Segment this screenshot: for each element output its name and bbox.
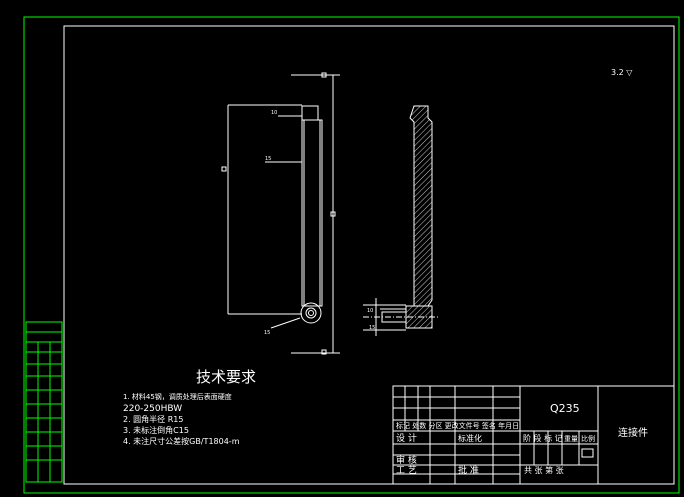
dim-label-5: 15 <box>369 325 375 331</box>
tech-req-line-3: 2. 圆角半径 R15 <box>123 414 183 424</box>
change-row-label: 标记 处数 分区 更改文件号 签名 年月日 <box>396 421 519 430</box>
tech-req-line-4: 3. 未标注倒角C15 <box>123 425 189 435</box>
margin-grid <box>25 321 63 483</box>
outer-frame <box>23 16 680 494</box>
title-block-grid <box>392 385 675 485</box>
dim-label-2: 15 <box>265 156 271 162</box>
dim-label-1: 10 <box>271 110 277 116</box>
tech-req-line-1: 1. 材料45钢，调质处理后表面硬度 <box>123 392 232 401</box>
process-label: 工 艺 <box>396 465 417 476</box>
dim-label-3: 15 <box>264 330 270 336</box>
review-label: 审 核 <box>396 454 417 466</box>
weight-label: 重量 <box>564 435 578 443</box>
tech-req-line-2: 220-250HBW <box>123 404 182 414</box>
inner-frame <box>63 25 675 485</box>
tech-req-line-5: 4. 未注尺寸公差按GB/T1804-m <box>123 436 240 446</box>
part-name-label: 连接件 <box>618 426 648 439</box>
front-view <box>227 74 340 354</box>
stage-mark-label: 阶 段 标 记 <box>523 433 563 443</box>
section-view <box>363 105 440 336</box>
scale-label: 比例 <box>581 434 595 443</box>
tech-requirements-title: 技术要求 <box>196 368 256 386</box>
standardization-label: 标准化 <box>458 433 482 443</box>
surface-roughness-symbol: 3.2 ▽ <box>611 68 633 77</box>
sheets-label: 共 张 第 张 <box>524 465 564 475</box>
dimension-markers <box>221 72 336 355</box>
dim-label-4: 10 <box>367 308 373 314</box>
approve-label: 批 准 <box>458 464 479 476</box>
design-label: 设 计 <box>396 432 417 444</box>
material-label: Q235 <box>550 402 580 415</box>
